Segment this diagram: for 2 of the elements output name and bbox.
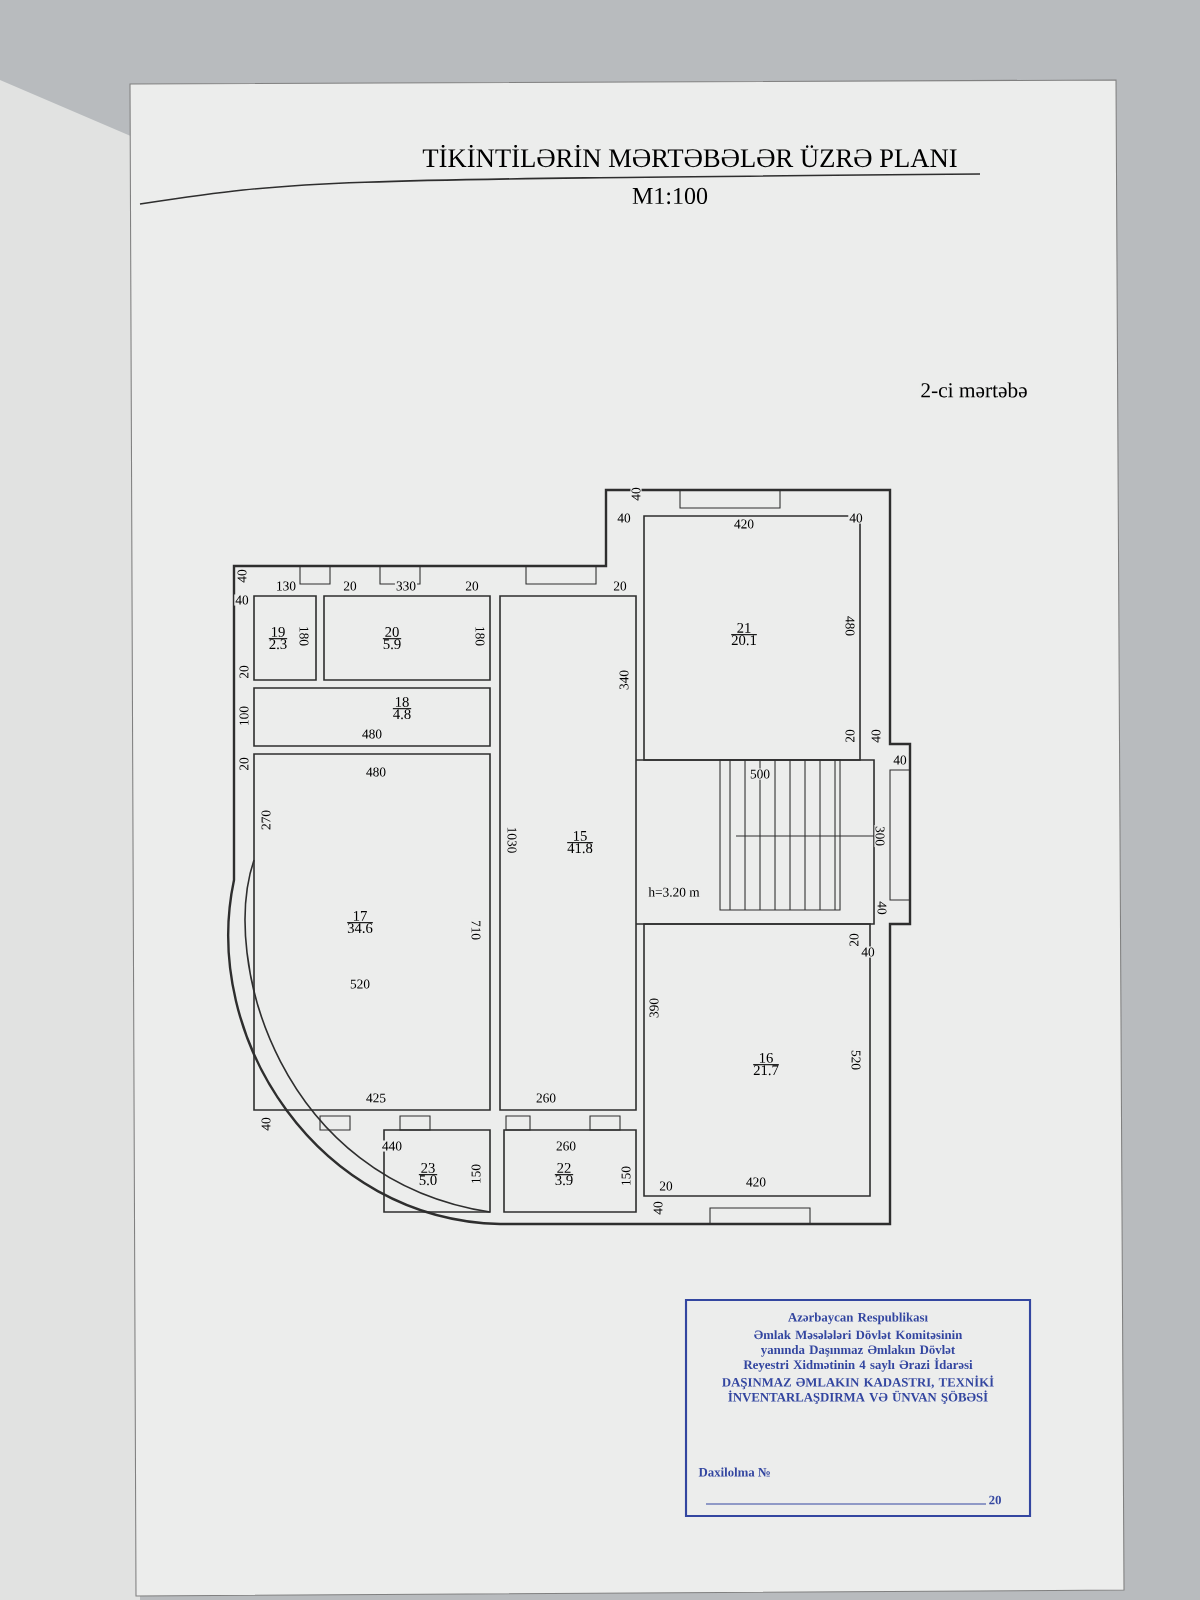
floor-label: 2-ci mərtəbə xyxy=(919,381,1029,399)
title: TİKİNTİLƏRİN MƏRTƏBƏLƏR ÜZRƏ PLANI xyxy=(422,144,957,168)
